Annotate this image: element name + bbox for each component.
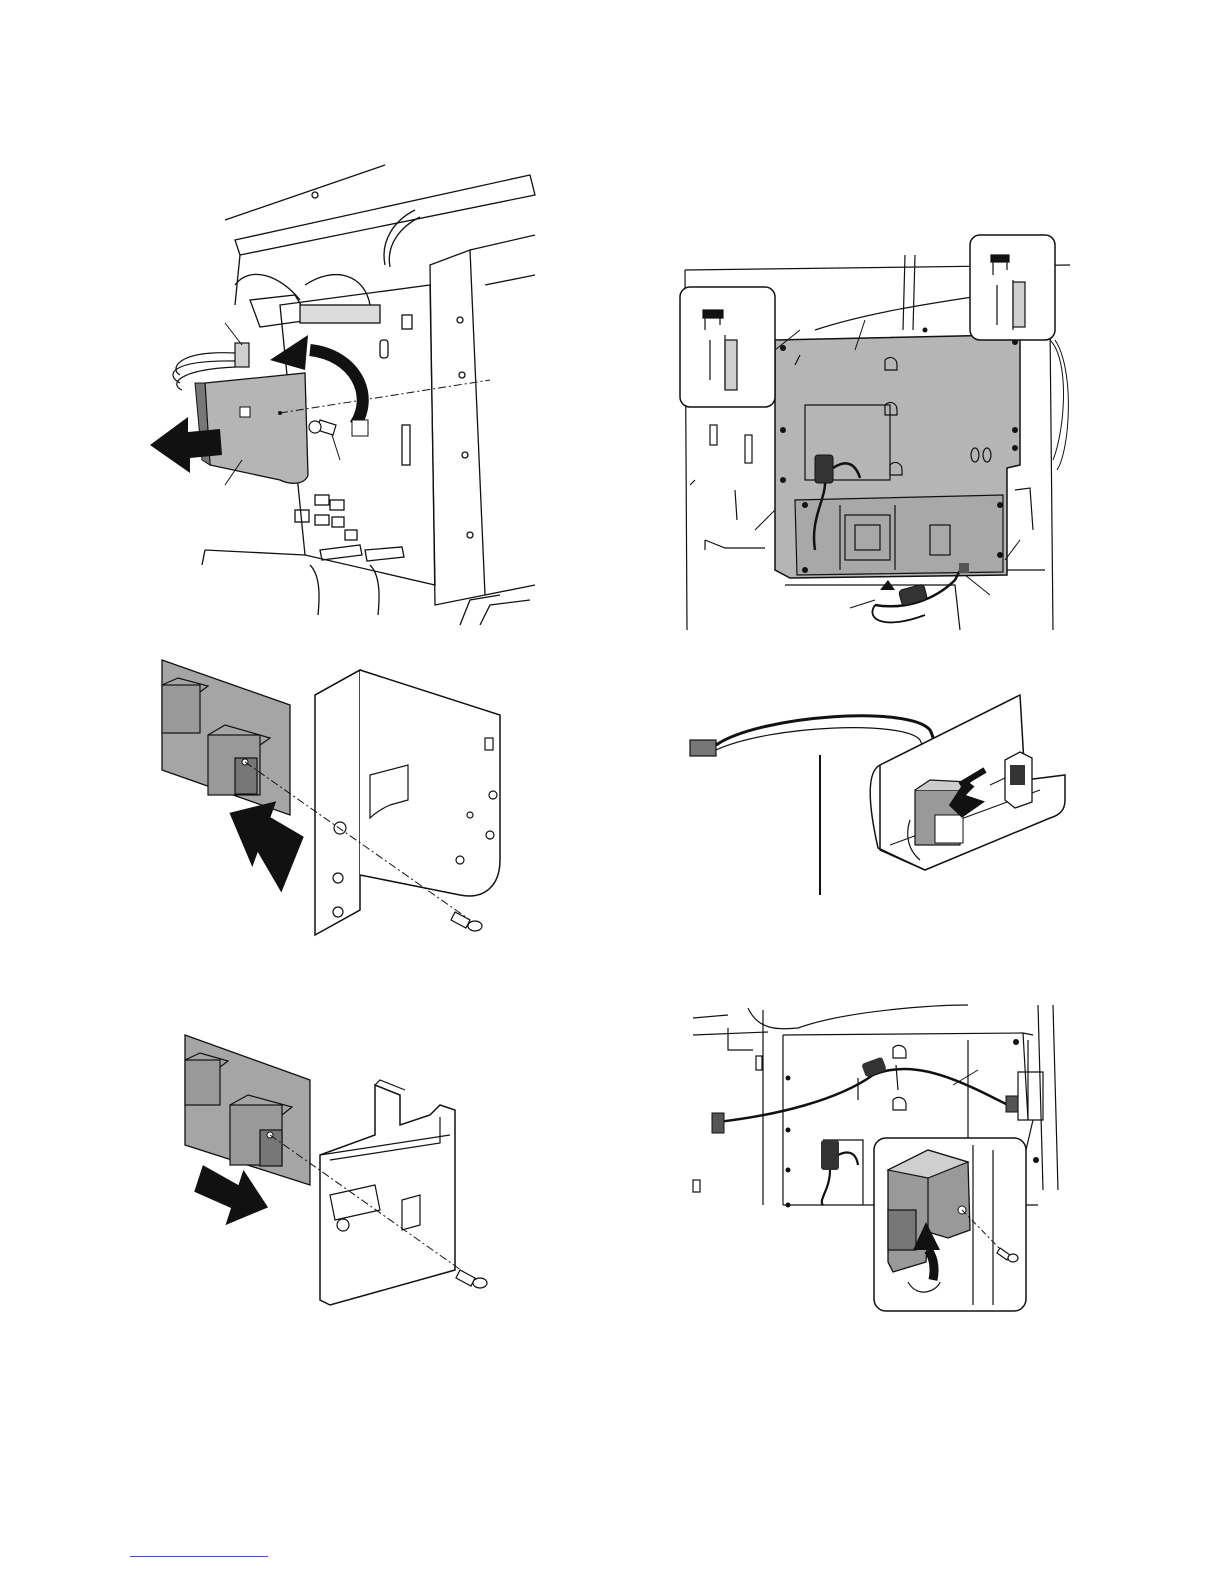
connector-insertion-illustration xyxy=(680,690,1080,905)
board-unit-removal-illustration xyxy=(140,155,540,630)
figure-board-bracket-reassembly xyxy=(180,1025,510,1315)
board-bracket-reassembly-illustration xyxy=(180,1025,510,1315)
figure-harness-routing-bracket-install xyxy=(688,1000,1073,1315)
harness-routing-illustration xyxy=(688,1000,1073,1315)
figure-board-bracket-separation xyxy=(150,650,530,950)
board-bracket-separation-illustration xyxy=(150,650,530,950)
figure-main-panel-overview xyxy=(675,230,1075,640)
main-panel-overview-illustration xyxy=(675,230,1075,640)
footer-rule xyxy=(130,1556,268,1557)
figure-connector-insertion xyxy=(680,690,1080,905)
figure-board-unit-removal xyxy=(140,155,540,630)
